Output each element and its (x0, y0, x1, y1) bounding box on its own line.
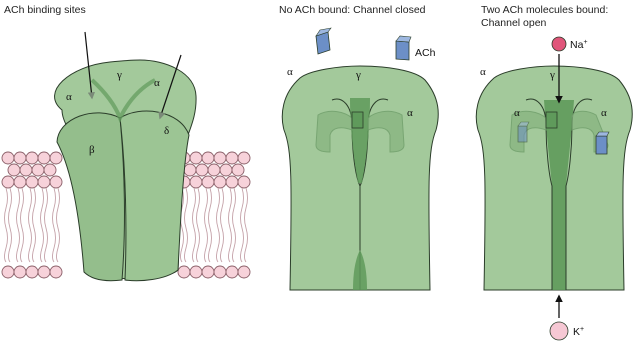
gate-block (546, 112, 557, 128)
lipid-head (208, 164, 220, 176)
lipid-head (226, 152, 238, 164)
lipid-head (38, 176, 50, 188)
lipid-head (190, 176, 202, 188)
lipid-tail (57, 188, 60, 262)
potassium-ion-icon (550, 322, 568, 340)
lipid-tail (53, 188, 56, 262)
lipid-head (178, 266, 190, 278)
lipid-head (38, 152, 50, 164)
lipid-head (26, 266, 38, 278)
subunit-label-alpha-right: α (407, 107, 413, 119)
lipid-tail (33, 188, 36, 262)
lipid-head (8, 164, 20, 176)
ach-molecule-bound-left (518, 122, 529, 142)
sodium-label: Na+ (570, 39, 588, 51)
panel-1-binding-sites: α γ α β δ (2, 32, 250, 281)
panel-3-title-line-2: Channel open (481, 17, 546, 30)
lipid-head (20, 164, 32, 176)
lipid-head (50, 176, 62, 188)
lipid-head (184, 164, 196, 176)
subunit-label-gamma: γ (116, 69, 122, 81)
lipid-head (202, 266, 214, 278)
lipid-head (226, 266, 238, 278)
lipid-tail (29, 188, 32, 262)
lipid-head (220, 164, 232, 176)
lipid-head (214, 266, 226, 278)
lipid-head (2, 152, 14, 164)
lipid-tail (17, 188, 20, 262)
lipid-head (202, 152, 214, 164)
lipid-head (238, 266, 250, 278)
lipid-head (26, 152, 38, 164)
lipid-head (232, 164, 244, 176)
lipid-head (2, 266, 14, 278)
panel-3-channel-open: α γ α α Na+ K+ (476, 37, 632, 340)
subunit-label-alpha-left: α (287, 66, 293, 78)
lipid-tail (197, 188, 200, 262)
lipid-head (2, 176, 14, 188)
lipid-head (50, 266, 62, 278)
lipid-head (226, 176, 238, 188)
subunit-label-alpha-right: α (154, 77, 160, 89)
subunit-label-alpha-right: α (601, 107, 607, 119)
subunit-label-gamma: γ (549, 69, 555, 81)
lipid-tail (205, 188, 208, 262)
lipid-tail (21, 188, 24, 262)
potassium-label: K+ (573, 326, 584, 338)
lipid-tail (217, 188, 220, 262)
sodium-ion-icon (552, 37, 566, 51)
panel-2-title: No ACh bound: Channel closed (279, 4, 426, 17)
lipid-head (238, 152, 250, 164)
lipid-head (202, 176, 214, 188)
lipid-head (44, 164, 56, 176)
lipid-tail (5, 188, 8, 262)
lipid-tail (221, 188, 224, 262)
ach-molecule-bound-right (596, 132, 609, 154)
lipid-head (214, 176, 226, 188)
lipid-tail (9, 188, 12, 262)
delta-subunit (120, 111, 189, 281)
lipid-tail (45, 188, 48, 262)
lipid-tail (185, 188, 188, 262)
ach-molecule-free-1 (316, 28, 331, 54)
lipid-tail (241, 188, 244, 262)
subunit-label-alpha-left: α (66, 91, 72, 103)
lipid-head (14, 176, 26, 188)
subunit-label-alpha-left-inner: α (514, 107, 520, 119)
lipid-head (214, 152, 226, 164)
subunit-label-alpha-left: α (480, 66, 486, 78)
subunit-label-beta: β (89, 144, 95, 156)
lipid-tail (209, 188, 212, 262)
lipid-head (196, 164, 208, 176)
lipid-head (238, 176, 250, 188)
ach-molecule-free-2 (396, 36, 411, 60)
subunit-label-gamma: γ (355, 69, 361, 81)
lipid-head (14, 152, 26, 164)
lipid-tail (233, 188, 236, 262)
lipid-tail (245, 188, 248, 262)
panel-1-title: ACh binding sites (4, 4, 86, 17)
subunit-label-delta: δ (164, 125, 169, 137)
lipid-head (32, 164, 44, 176)
lipid-head (190, 266, 202, 278)
lipid-head (26, 176, 38, 188)
panel-2-channel-closed: α γ α ACh (282, 28, 438, 290)
lipid-head (190, 152, 202, 164)
gate-block (352, 112, 363, 128)
lipid-tail (193, 188, 196, 262)
lipid-tail (41, 188, 44, 262)
lipid-tail (229, 188, 232, 262)
panel-3-title-line-1: Two ACh molecules bound: (481, 4, 608, 17)
lipid-head (14, 266, 26, 278)
lipid-head (38, 266, 50, 278)
beta-subunit (57, 113, 124, 281)
ach-label: ACh (415, 47, 436, 59)
lipid-head (50, 152, 62, 164)
